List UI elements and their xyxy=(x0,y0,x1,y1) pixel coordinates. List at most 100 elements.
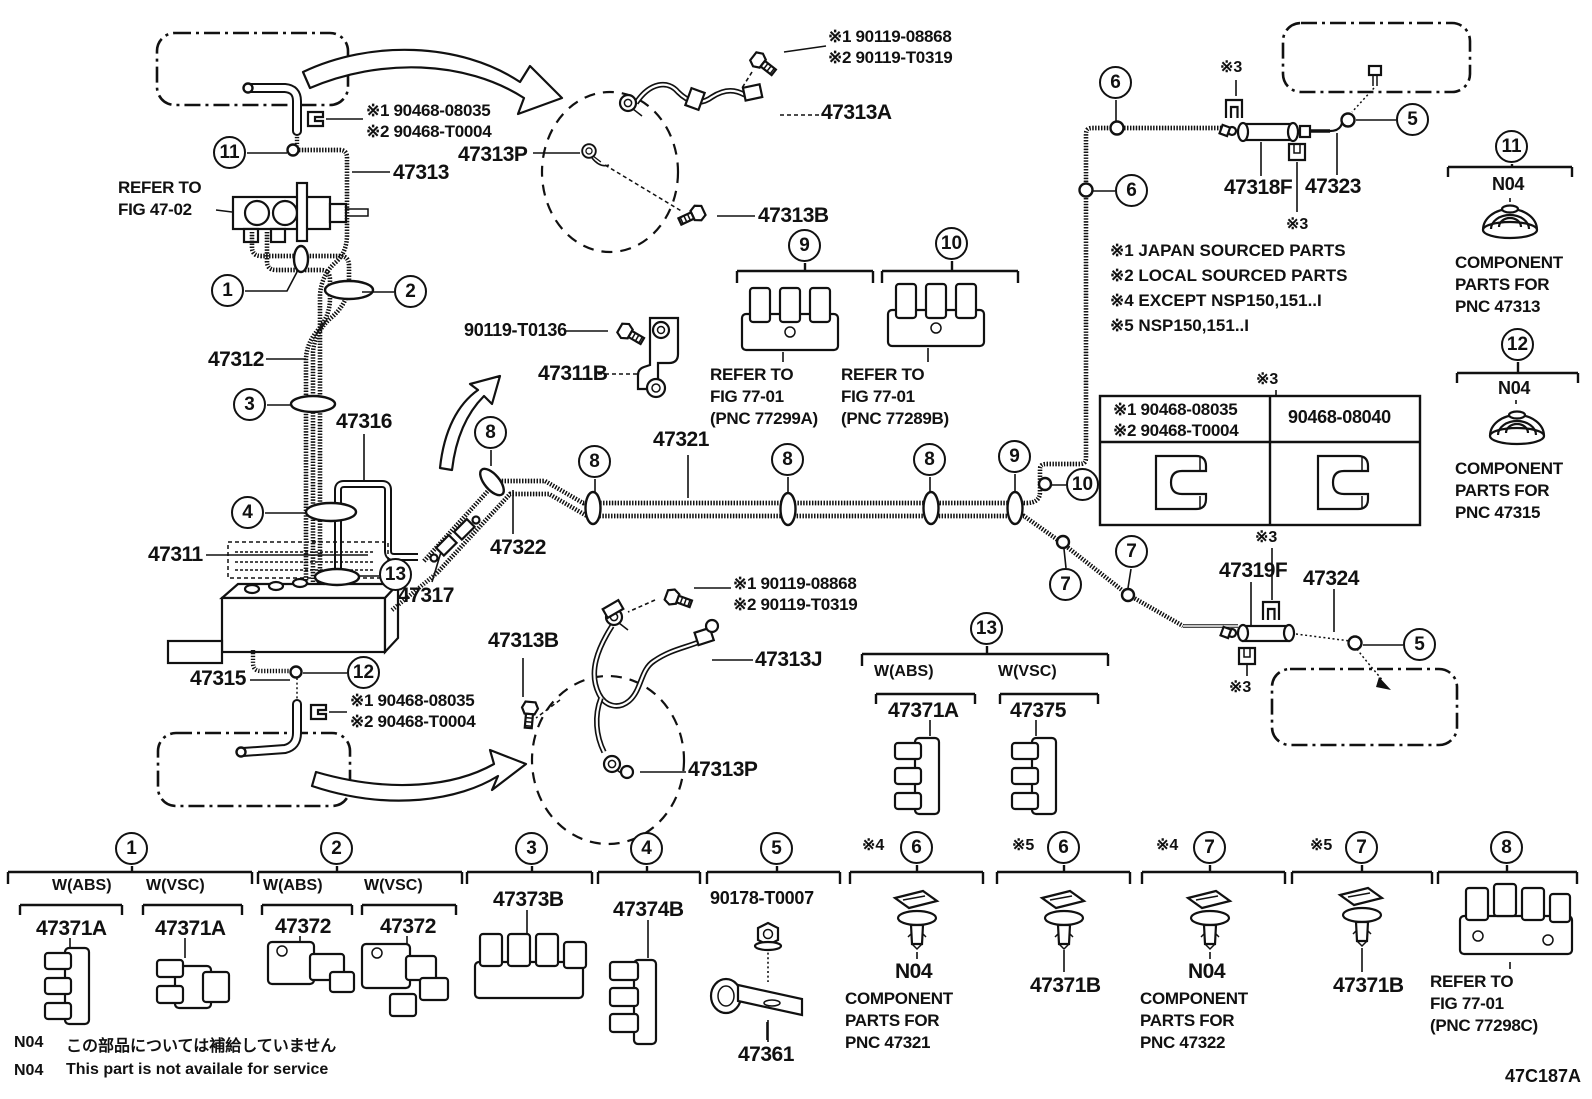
wlabel-abs-r2: W(ABS) xyxy=(263,877,323,894)
label-47322[interactable]: 47322 xyxy=(490,536,546,559)
component-pnc-47321: COMPONENT PARTS FOR PNC 47321 xyxy=(845,989,953,1052)
callout-6[interactable]: 6 xyxy=(1099,66,1132,99)
label-47375[interactable]: 47375 xyxy=(1010,699,1066,722)
table-cell-right: 90468-08040 xyxy=(1288,407,1391,427)
label-47319F[interactable]: 47319F xyxy=(1219,559,1288,582)
callout-1[interactable]: 1 xyxy=(115,832,148,865)
callout-2[interactable]: 2 xyxy=(394,275,427,308)
callout-3[interactable]: 3 xyxy=(515,832,548,865)
label-47318F[interactable]: 47318F xyxy=(1224,176,1293,199)
refer-fig-77-01-b[interactable]: REFER TO FIG 77-01 (PNC 77289B) xyxy=(841,365,949,428)
label-47313P-top[interactable]: 47313P xyxy=(458,143,528,166)
label-47311[interactable]: 47311 xyxy=(148,543,203,566)
label-47312[interactable]: 47312 xyxy=(208,348,264,371)
label-47313[interactable]: 47313 xyxy=(393,161,449,184)
callout-9[interactable]: 9 xyxy=(998,440,1031,473)
callout-11[interactable]: 11 xyxy=(213,136,246,169)
callout-7[interactable]: 7 xyxy=(1345,831,1378,864)
callout-7[interactable]: 7 xyxy=(1193,831,1226,864)
callout-13[interactable]: 13 xyxy=(379,558,412,591)
label-47321[interactable]: 47321 xyxy=(653,428,709,451)
callout-5[interactable]: 5 xyxy=(760,832,793,865)
pin-clip-47371B-7 xyxy=(1338,886,1384,948)
clip-table xyxy=(1098,394,1422,527)
label-90468-top[interactable]: ※1 90468-08035 ※2 90468-T0004 xyxy=(366,101,492,141)
label-N04-7: N04 xyxy=(1188,960,1226,983)
callout-2[interactable]: 2 xyxy=(320,832,353,865)
label-90119-low[interactable]: ※1 90119-08868 ※2 90119-T0319 xyxy=(733,574,858,614)
callout-8[interactable]: 8 xyxy=(1490,831,1523,864)
grommet-pnc47313 xyxy=(1481,204,1539,240)
label-47313B-top[interactable]: 47313B xyxy=(758,204,829,227)
callout-11[interactable]: 11 xyxy=(1495,130,1528,163)
label-47374B[interactable]: 47374B xyxy=(613,898,684,921)
figure-code: 47C187A xyxy=(1505,1066,1582,1086)
label-90178-T0007[interactable]: 90178-T0007 xyxy=(710,888,814,908)
callout-10[interactable]: 10 xyxy=(935,227,968,260)
label-90468-low[interactable]: ※1 90468-08035 ※2 90468-T0004 xyxy=(350,691,476,731)
ref-clip-77299A xyxy=(740,286,840,352)
callout-5[interactable]: 5 xyxy=(1396,103,1429,136)
label-47372-abs[interactable]: 47372 xyxy=(275,915,331,938)
callout-4[interactable]: 4 xyxy=(630,832,663,865)
pin-clip-N04-47322 xyxy=(1186,889,1232,951)
label-47311B[interactable]: 47311B xyxy=(538,362,608,385)
callout-4[interactable]: 4 xyxy=(231,496,264,529)
label-47323[interactable]: 47323 xyxy=(1305,175,1361,198)
label-47371B-7[interactable]: 47371B xyxy=(1333,974,1404,997)
callout-1[interactable]: 1 xyxy=(211,274,244,307)
callout-13[interactable]: 13 xyxy=(970,612,1003,645)
label-47315[interactable]: 47315 xyxy=(190,667,246,690)
refer-fig-47-02[interactable]: REFER TO FIG 47-02 xyxy=(118,178,202,219)
flag-5-callout7: ※5 xyxy=(1310,837,1333,854)
label-47372-vsc[interactable]: 47372 xyxy=(380,915,436,938)
master-cylinder xyxy=(215,181,369,244)
label-47371A-13abs[interactable]: 47371A xyxy=(888,699,959,722)
callout-7[interactable]: 7 xyxy=(1115,535,1148,568)
joint-47317 xyxy=(429,515,481,563)
callout-7[interactable]: 7 xyxy=(1049,568,1082,601)
callout-6[interactable]: 6 xyxy=(900,831,933,864)
label-47371A-r1a[interactable]: 47371A xyxy=(36,917,107,940)
callout-10[interactable]: 10 xyxy=(1066,468,1099,501)
refer-fig-77-01-a[interactable]: REFER TO FIG 77-01 (PNC 77299A) xyxy=(710,365,818,428)
brake-tube-bundle xyxy=(249,147,352,598)
callout-8[interactable]: 8 xyxy=(578,445,611,478)
component-pnc-47313: COMPONENT PARTS FOR PNC 47313 xyxy=(1455,253,1563,316)
callout-6[interactable]: 6 xyxy=(1047,831,1080,864)
label-47371A-r1b[interactable]: 47371A xyxy=(155,917,226,940)
nut-90178-and-47361 xyxy=(709,921,804,1017)
flag-4-callout6: ※4 xyxy=(862,837,885,854)
callout-6[interactable]: 6 xyxy=(1115,174,1148,207)
label-47313J[interactable]: 47313J xyxy=(755,648,823,671)
callout-8[interactable]: 8 xyxy=(913,443,946,476)
hose-47313J-rear xyxy=(519,586,720,780)
clip-47372-abs xyxy=(266,940,356,994)
wlabel-abs-r1: W(ABS) xyxy=(52,877,112,894)
label-47313A[interactable]: 47313A xyxy=(821,101,892,124)
callout-3[interactable]: 3 xyxy=(233,388,266,421)
clip-47375-13 xyxy=(1010,736,1058,816)
callout-8[interactable]: 8 xyxy=(771,443,804,476)
label-47373B[interactable]: 47373B xyxy=(493,888,564,911)
label-90119-T0136[interactable]: 90119-T0136 xyxy=(464,320,567,340)
label-47324[interactable]: 47324 xyxy=(1303,567,1359,590)
callout-8[interactable]: 8 xyxy=(474,416,507,449)
label-47317[interactable]: 47317 xyxy=(398,584,454,607)
label-47313P-low[interactable]: 47313P xyxy=(688,758,758,781)
label-47361[interactable]: 47361 xyxy=(738,1043,794,1066)
label-47371B-6[interactable]: 47371B xyxy=(1030,974,1101,997)
sourcing-notes: ※1 JAPAN SOURCED PARTS ※2 LOCAL SOURCED … xyxy=(1110,241,1348,335)
label-47316[interactable]: 47316 xyxy=(336,410,392,433)
component-pnc-47322: COMPONENT PARTS FOR PNC 47322 xyxy=(1140,989,1248,1052)
callout-12[interactable]: 12 xyxy=(1501,328,1534,361)
callout-12[interactable]: 12 xyxy=(347,656,380,689)
callout-9[interactable]: 9 xyxy=(788,229,821,262)
clip-47373B xyxy=(473,932,588,1000)
label-90119-top[interactable]: ※1 90119-08868 ※2 90119-T0319 xyxy=(828,27,953,67)
label-N04-12: N04 xyxy=(1498,378,1531,398)
refer-fig-77-01-c[interactable]: REFER TO FIG 77-01 (PNC 77298C) xyxy=(1430,972,1538,1035)
callout-5[interactable]: 5 xyxy=(1403,628,1436,661)
flag-3-47319F-dn: ※3 xyxy=(1229,679,1252,696)
label-47313B-low[interactable]: 47313B xyxy=(488,629,559,652)
